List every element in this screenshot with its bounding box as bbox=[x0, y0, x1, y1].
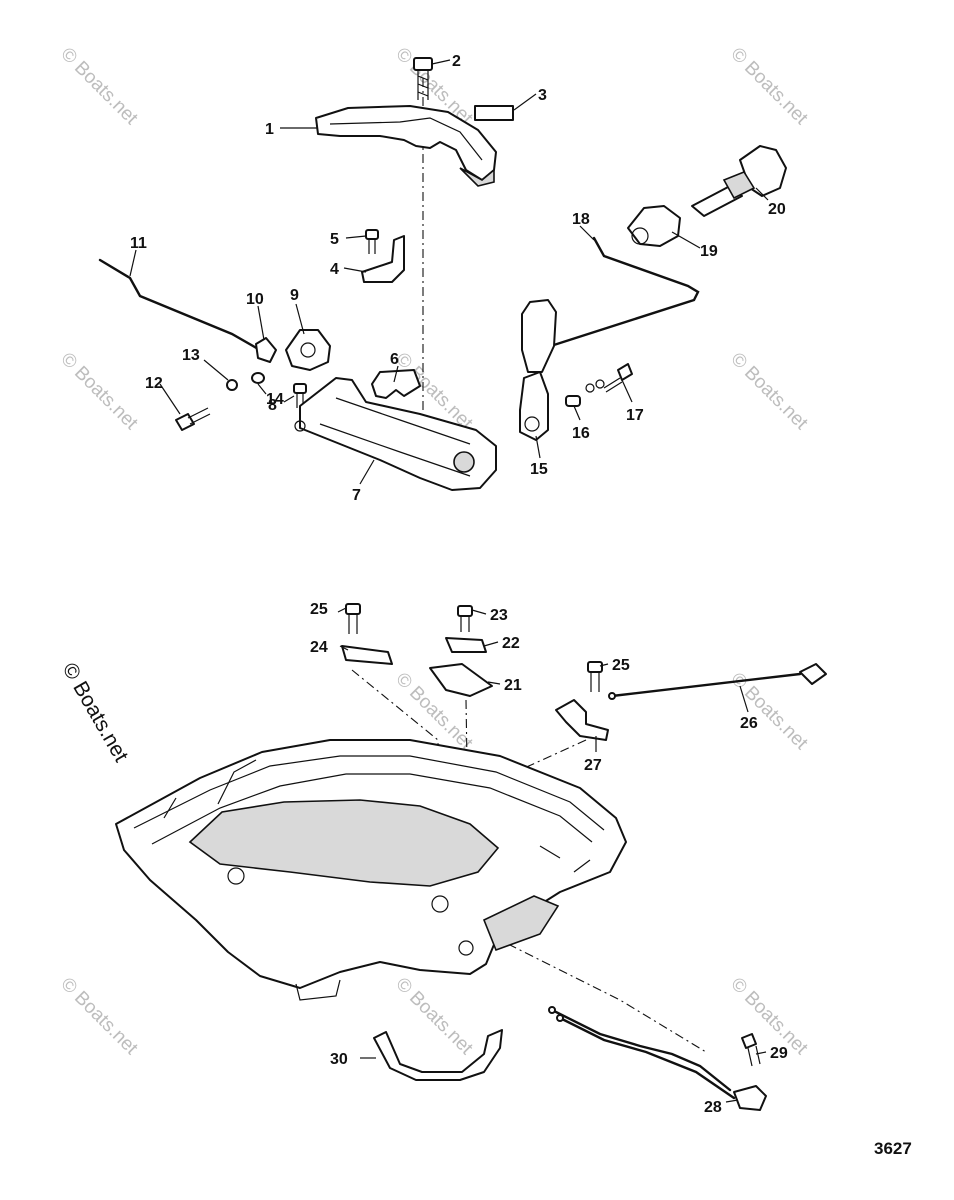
shift-handle-part bbox=[519, 299, 557, 441]
screw-part bbox=[741, 1033, 761, 1067]
callout-labels: 1 2 3 4 5 6 7 8 9 10 11 12 13 14 15 16 1… bbox=[130, 53, 788, 1116]
plate-part bbox=[429, 663, 493, 697]
watermark: © Boats.net bbox=[391, 974, 477, 1060]
side-watermark: © Boats.net bbox=[58, 659, 133, 766]
callout-22: 22 bbox=[502, 635, 520, 652]
throttle-rod-part bbox=[98, 258, 268, 358]
callout-12: 12 bbox=[145, 375, 163, 392]
callout-25: 25 bbox=[310, 601, 328, 618]
screw-part bbox=[365, 229, 379, 254]
callout-16: 16 bbox=[572, 425, 590, 442]
callout-20: 20 bbox=[768, 201, 786, 218]
callout-4: 4 bbox=[330, 261, 339, 278]
watermark: © Boats.net bbox=[56, 349, 142, 435]
watermark: © Boats.net bbox=[56, 974, 142, 1060]
callout-14: 14 bbox=[266, 391, 284, 408]
figure-number: 3627 bbox=[874, 1139, 912, 1158]
bracket-part bbox=[361, 235, 405, 283]
shift-rod-part bbox=[530, 236, 700, 354]
watermark: © Boats.net bbox=[726, 349, 812, 435]
callout-11: 11 bbox=[130, 235, 147, 252]
bracket-part bbox=[555, 699, 609, 741]
switch-boot-part bbox=[627, 205, 681, 247]
watermark: © Boats.net bbox=[56, 44, 142, 130]
switch-assembly-part bbox=[691, 145, 787, 217]
callout-21: 21 bbox=[504, 677, 522, 694]
callout-17: 17 bbox=[626, 407, 644, 424]
bottom-cover-part bbox=[294, 377, 497, 491]
washer-part bbox=[226, 379, 238, 391]
callout-18: 18 bbox=[572, 211, 590, 228]
bracket-part bbox=[341, 645, 393, 665]
strap-part bbox=[373, 1029, 503, 1081]
choke-cable-part bbox=[608, 663, 827, 700]
lower-cowl-part bbox=[115, 739, 627, 1001]
callout-29: 29 bbox=[770, 1045, 788, 1062]
screw-part bbox=[585, 363, 633, 393]
alignment-line bbox=[507, 943, 707, 1053]
callout-10: 10 bbox=[246, 291, 264, 308]
alignment-line bbox=[465, 699, 471, 951]
callout-9: 9 bbox=[290, 287, 299, 304]
callout-1: 1 bbox=[265, 121, 274, 138]
throttle-cam-part bbox=[285, 329, 331, 371]
decal-part bbox=[474, 105, 514, 121]
callout-2: 2 bbox=[452, 53, 461, 70]
callout-26: 26 bbox=[740, 715, 758, 732]
callout-7: 7 bbox=[352, 487, 361, 504]
screw-part bbox=[175, 407, 211, 431]
callout-3: 3 bbox=[538, 87, 547, 104]
screw-part bbox=[413, 57, 433, 100]
callout-30: 30 bbox=[330, 1051, 348, 1068]
callout-28: 28 bbox=[704, 1099, 722, 1116]
leader-lines bbox=[129, 59, 769, 1103]
screw-part bbox=[345, 603, 361, 634]
switch-boot-hole bbox=[631, 227, 649, 245]
bushing-part bbox=[565, 395, 581, 407]
callout-27: 27 bbox=[584, 757, 602, 774]
callout-8: 8 bbox=[268, 397, 277, 414]
stop-switch-harness-part bbox=[548, 1006, 767, 1111]
callout-13: 13 bbox=[182, 347, 200, 364]
plate-part bbox=[445, 637, 487, 653]
screw-part bbox=[457, 605, 473, 632]
callout-23: 23 bbox=[490, 607, 508, 624]
top-cover-part bbox=[315, 105, 497, 187]
screw-part bbox=[587, 661, 603, 692]
watermark: © Boats.net bbox=[726, 44, 812, 130]
callout-24: 24 bbox=[310, 639, 328, 656]
callout-15: 15 bbox=[530, 461, 548, 478]
bushing-part bbox=[251, 372, 265, 384]
callout-19: 19 bbox=[700, 243, 718, 260]
cam-plate-part bbox=[371, 369, 421, 399]
callout-25: 25 bbox=[612, 657, 630, 674]
link-clip-part bbox=[255, 337, 277, 363]
callout-5: 5 bbox=[330, 231, 339, 248]
callout-6: 6 bbox=[390, 351, 399, 368]
